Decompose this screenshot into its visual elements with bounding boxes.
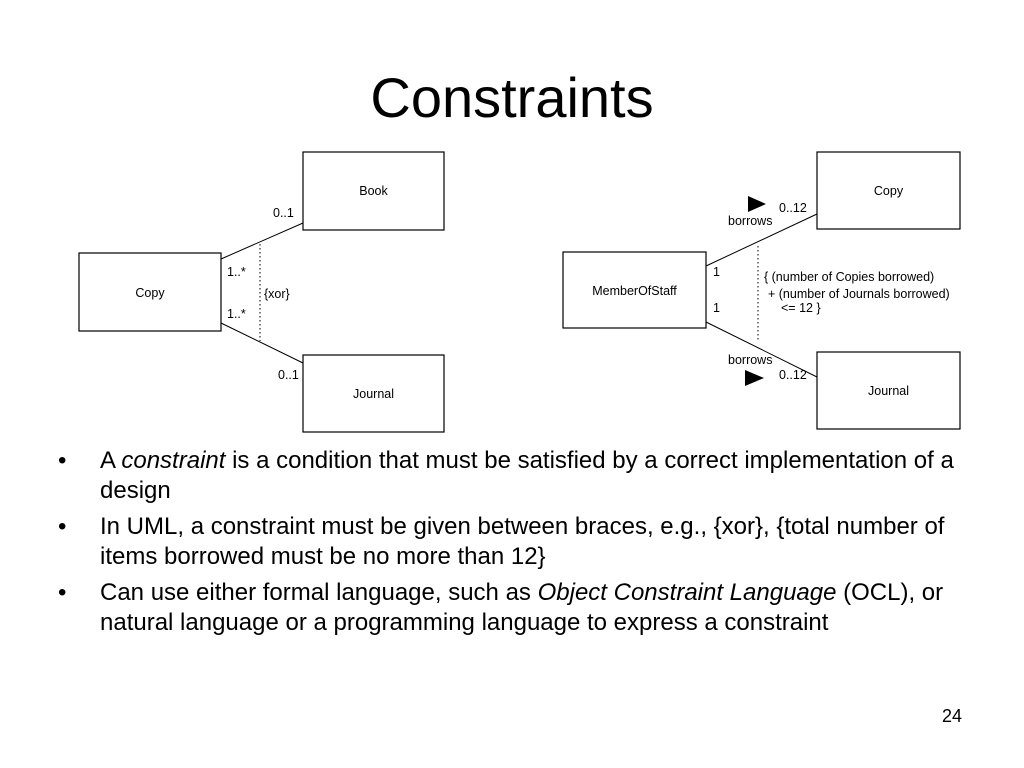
multiplicity-member-top: 1 [713, 265, 720, 279]
multiplicity-journal-end: 0..1 [278, 368, 299, 382]
multiplicity-member-bottom: 1 [713, 301, 720, 315]
constraint-line-3: <= 12 } [781, 301, 821, 315]
bullet-text: is a condition that must be satisfied by… [100, 447, 954, 504]
bullet-item-languages: • Can use either formal language, such a… [58, 578, 978, 638]
multiplicity-book-end: 0..1 [273, 206, 294, 220]
bullet-text: (OCL), or natural language or a programm… [100, 579, 944, 636]
association-name-borrows-bottom: borrows [728, 353, 772, 367]
journal-class-name: Journal [353, 387, 394, 401]
multiplicity-copy-bottom: 1..* [227, 307, 246, 321]
bullet-marker: • [58, 447, 67, 474]
copy-class-box [816, 151, 961, 230]
bullet-list: • A constraint is a condition that must … [58, 446, 978, 644]
bullet-text: A [100, 447, 122, 474]
bullet-item-uml-braces: • In UML, a constraint must be given bet… [58, 512, 978, 572]
right-constraint-diagram: Copy MemberOfStaff Journal borrows 0..12… [562, 151, 961, 430]
member-journal-association [705, 321, 818, 378]
constraint-line-1: { (number of Copies borrowed) [764, 270, 934, 284]
copy-class-name: Copy [135, 286, 165, 300]
bullet-marker: • [58, 513, 67, 540]
borrows-direction-arrow-top [748, 196, 766, 212]
journal-class-box [816, 351, 961, 430]
journal-class-name: Journal [868, 384, 909, 398]
journal-class-box [302, 354, 445, 433]
multiplicity-journal-end: 0..12 [779, 368, 807, 382]
slide-title: Constraints [370, 66, 654, 129]
page-number: 24 [941, 706, 962, 726]
xor-constraint-label: {xor} [264, 287, 290, 301]
book-class-box [302, 151, 445, 231]
copy-class-name: Copy [874, 184, 904, 198]
bullet-emphasis: constraint [121, 447, 226, 474]
constraint-line-2: + (number of Journals borrowed) [768, 287, 950, 301]
bullet-marker: • [58, 579, 67, 606]
bullet-item-constraint-definition: • A constraint is a condition that must … [58, 446, 978, 506]
borrows-direction-arrow-bottom [745, 370, 764, 386]
bullet-text: In UML, a constraint must be given betwe… [100, 513, 945, 570]
member-copy-association [705, 213, 818, 267]
member-of-staff-class-box [562, 251, 707, 329]
copy-journal-association [220, 322, 304, 364]
multiplicity-copy-end: 0..12 [779, 201, 807, 215]
copy-class-box [78, 252, 222, 332]
member-of-staff-class-name: MemberOfStaff [592, 284, 677, 298]
copy-book-association [220, 222, 304, 260]
association-name-borrows-top: borrows [728, 214, 772, 228]
left-xor-diagram: Book Copy Journal 0..1 1..* {xor} 1..* 0… [78, 151, 445, 433]
book-class-name: Book [359, 184, 388, 198]
multiplicity-copy-top: 1..* [227, 265, 246, 279]
bullet-text: Can use either formal language, such as [100, 579, 538, 606]
bullet-emphasis: Object Constraint Language [537, 579, 837, 606]
